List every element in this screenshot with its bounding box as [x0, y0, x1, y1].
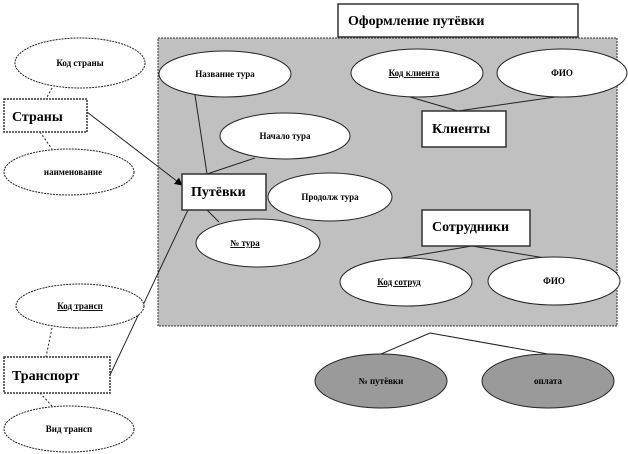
- attr-employee-fio: ФИО: [487, 256, 621, 306]
- svg-text:Путёвки: Путёвки: [191, 185, 246, 200]
- attr-transport-type: Вид трансп: [3, 405, 135, 453]
- attr-client-fio: ФИО: [496, 48, 628, 98]
- entity-clients: Клиенты: [421, 110, 507, 148]
- entity-employees: Сотрудники: [421, 209, 531, 247]
- svg-text:№ путёвки: № путёвки: [359, 376, 404, 386]
- svg-text:Код клиента: Код клиента: [389, 68, 440, 78]
- svg-text:№ тура: № тура: [230, 238, 260, 248]
- svg-text:Код сотруд: Код сотруд: [377, 277, 421, 287]
- attr-tour-no: № тура: [195, 218, 321, 268]
- svg-text:Страны: Страны: [12, 110, 63, 125]
- attr-country-code: Код страны: [14, 37, 146, 89]
- title-box: Оформление путёвки: [337, 3, 579, 38]
- attr-tour-start: Начало тура: [219, 112, 351, 160]
- svg-text:Код страны: Код страны: [56, 58, 103, 68]
- countries-to-vouchers-arrow: [86, 111, 183, 186]
- svg-text:Начало тура: Начало тура: [260, 131, 311, 141]
- attr-country-name: наименование: [3, 148, 135, 196]
- svg-text:оплата: оплата: [534, 376, 563, 386]
- svg-text:Сотрудники: Сотрудники: [432, 220, 509, 235]
- transport-to-vouchers-arrow: [109, 194, 196, 376]
- svg-text:ФИО: ФИО: [551, 68, 573, 78]
- svg-text:ФИО: ФИО: [543, 276, 565, 286]
- svg-text:Название тура: Название тура: [195, 69, 255, 79]
- entity-vouchers: Путёвки: [181, 173, 267, 211]
- attr-transport-code: Код трансп: [15, 283, 145, 329]
- attr-tour-name: Название тура: [158, 50, 292, 98]
- diagram-title: Оформление путёвки: [348, 14, 484, 29]
- entity-countries: Страны: [3, 98, 88, 133]
- attr-employee-code: Код сотруд: [339, 257, 473, 307]
- entity-transport: Транспорт: [3, 356, 111, 394]
- attr-voucher-no: № путёвки: [314, 353, 448, 409]
- attr-tour-duration: Продолж тура: [267, 172, 393, 222]
- svg-text:наименование: наименование: [44, 167, 102, 177]
- attr-payment: оплата: [481, 353, 615, 409]
- svg-text:Клиенты: Клиенты: [432, 122, 490, 137]
- svg-text:Продолж тура: Продолж тура: [301, 192, 359, 202]
- svg-text:Код трансп: Код трансп: [57, 301, 103, 311]
- svg-text:Транспорт: Транспорт: [12, 369, 80, 384]
- svg-text:Вид трансп: Вид трансп: [46, 424, 92, 434]
- attr-client-code: Код клиента: [350, 48, 484, 98]
